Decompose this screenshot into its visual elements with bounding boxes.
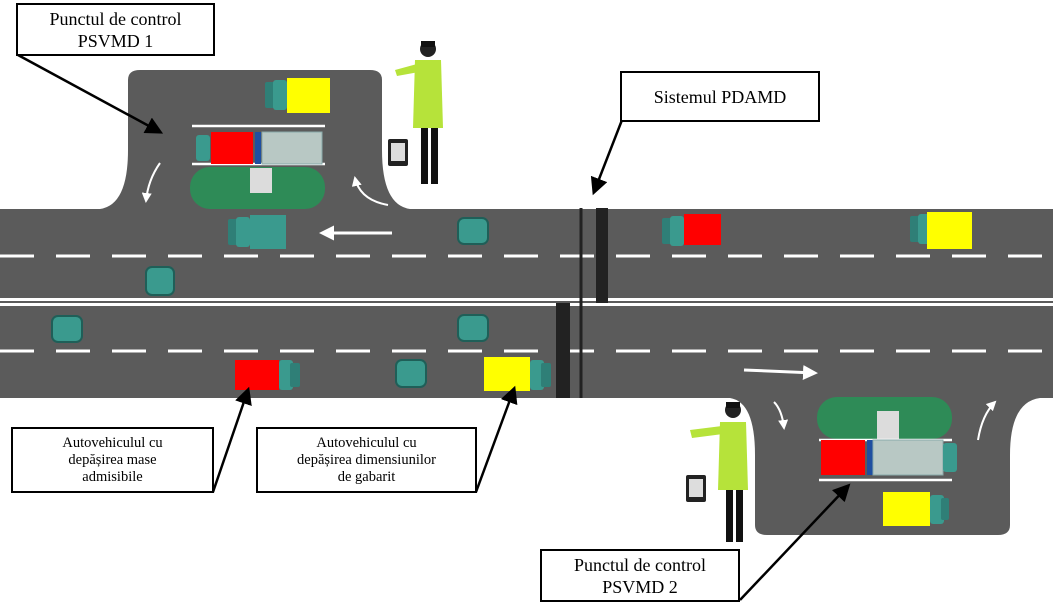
arrow-icon [474,385,518,493]
checkpoint-2-line2: PSVMD 2 [602,576,678,597]
truck-icon [883,492,949,526]
car-icon [457,314,489,342]
car-icon [395,359,427,388]
overweight-line3: admisibile [82,468,143,485]
police-officer-icon [690,402,748,542]
car-icon [145,266,175,296]
truck-icon [910,212,972,249]
oversize-line2: depășirea dimensiunilor [297,451,436,468]
overweight-line2: depășirea mase [68,451,157,468]
tablet-icon [388,139,408,166]
oversize-line1: Autovehiculul cu [316,434,417,451]
tablet-icon [686,475,706,502]
system-label: Sistemul PDAMD [620,71,820,122]
checkpoint-2-line1: Punctul de control [574,554,706,575]
callout-arrows [17,53,851,601]
arrow-icon [739,483,851,601]
checkpoint-1-label: Punctul de control PSVMD 1 [16,3,215,56]
arrow-icon [590,119,624,196]
arrow-icon [17,53,164,134]
system-text: Sistemul PDAMD [653,86,787,107]
oversize-line3: de gabarit [337,468,396,485]
overweight-line1: Autovehiculul cu [62,434,163,451]
pdamd-sensor [556,208,608,398]
checkpoint-2-label: Punctul de control PSVMD 2 [540,549,740,602]
truck-icon [484,357,551,391]
truck-icon [265,78,330,113]
truck-icon [821,439,957,476]
car-icon [51,315,83,343]
checkpoint-1-line2: PSVMD 1 [77,30,154,51]
overweight-vehicle-label: Autovehiculul cu depășirea mase admisibi… [11,427,214,493]
sensor-bar-lower [556,303,570,398]
checkpoint-1-line1: Punctul de control [49,8,182,29]
truck-icon [235,360,300,390]
truck-icon [196,131,323,165]
sensor-bar-upper [596,208,608,303]
truck-icon [662,214,721,246]
oversize-vehicle-label: Autovehiculul cu depășirea dimensiunilor… [256,427,477,493]
arrow-icon [211,386,252,493]
truck-icon [228,215,286,249]
car-icon [457,217,489,245]
police-officer-icon [395,41,443,184]
